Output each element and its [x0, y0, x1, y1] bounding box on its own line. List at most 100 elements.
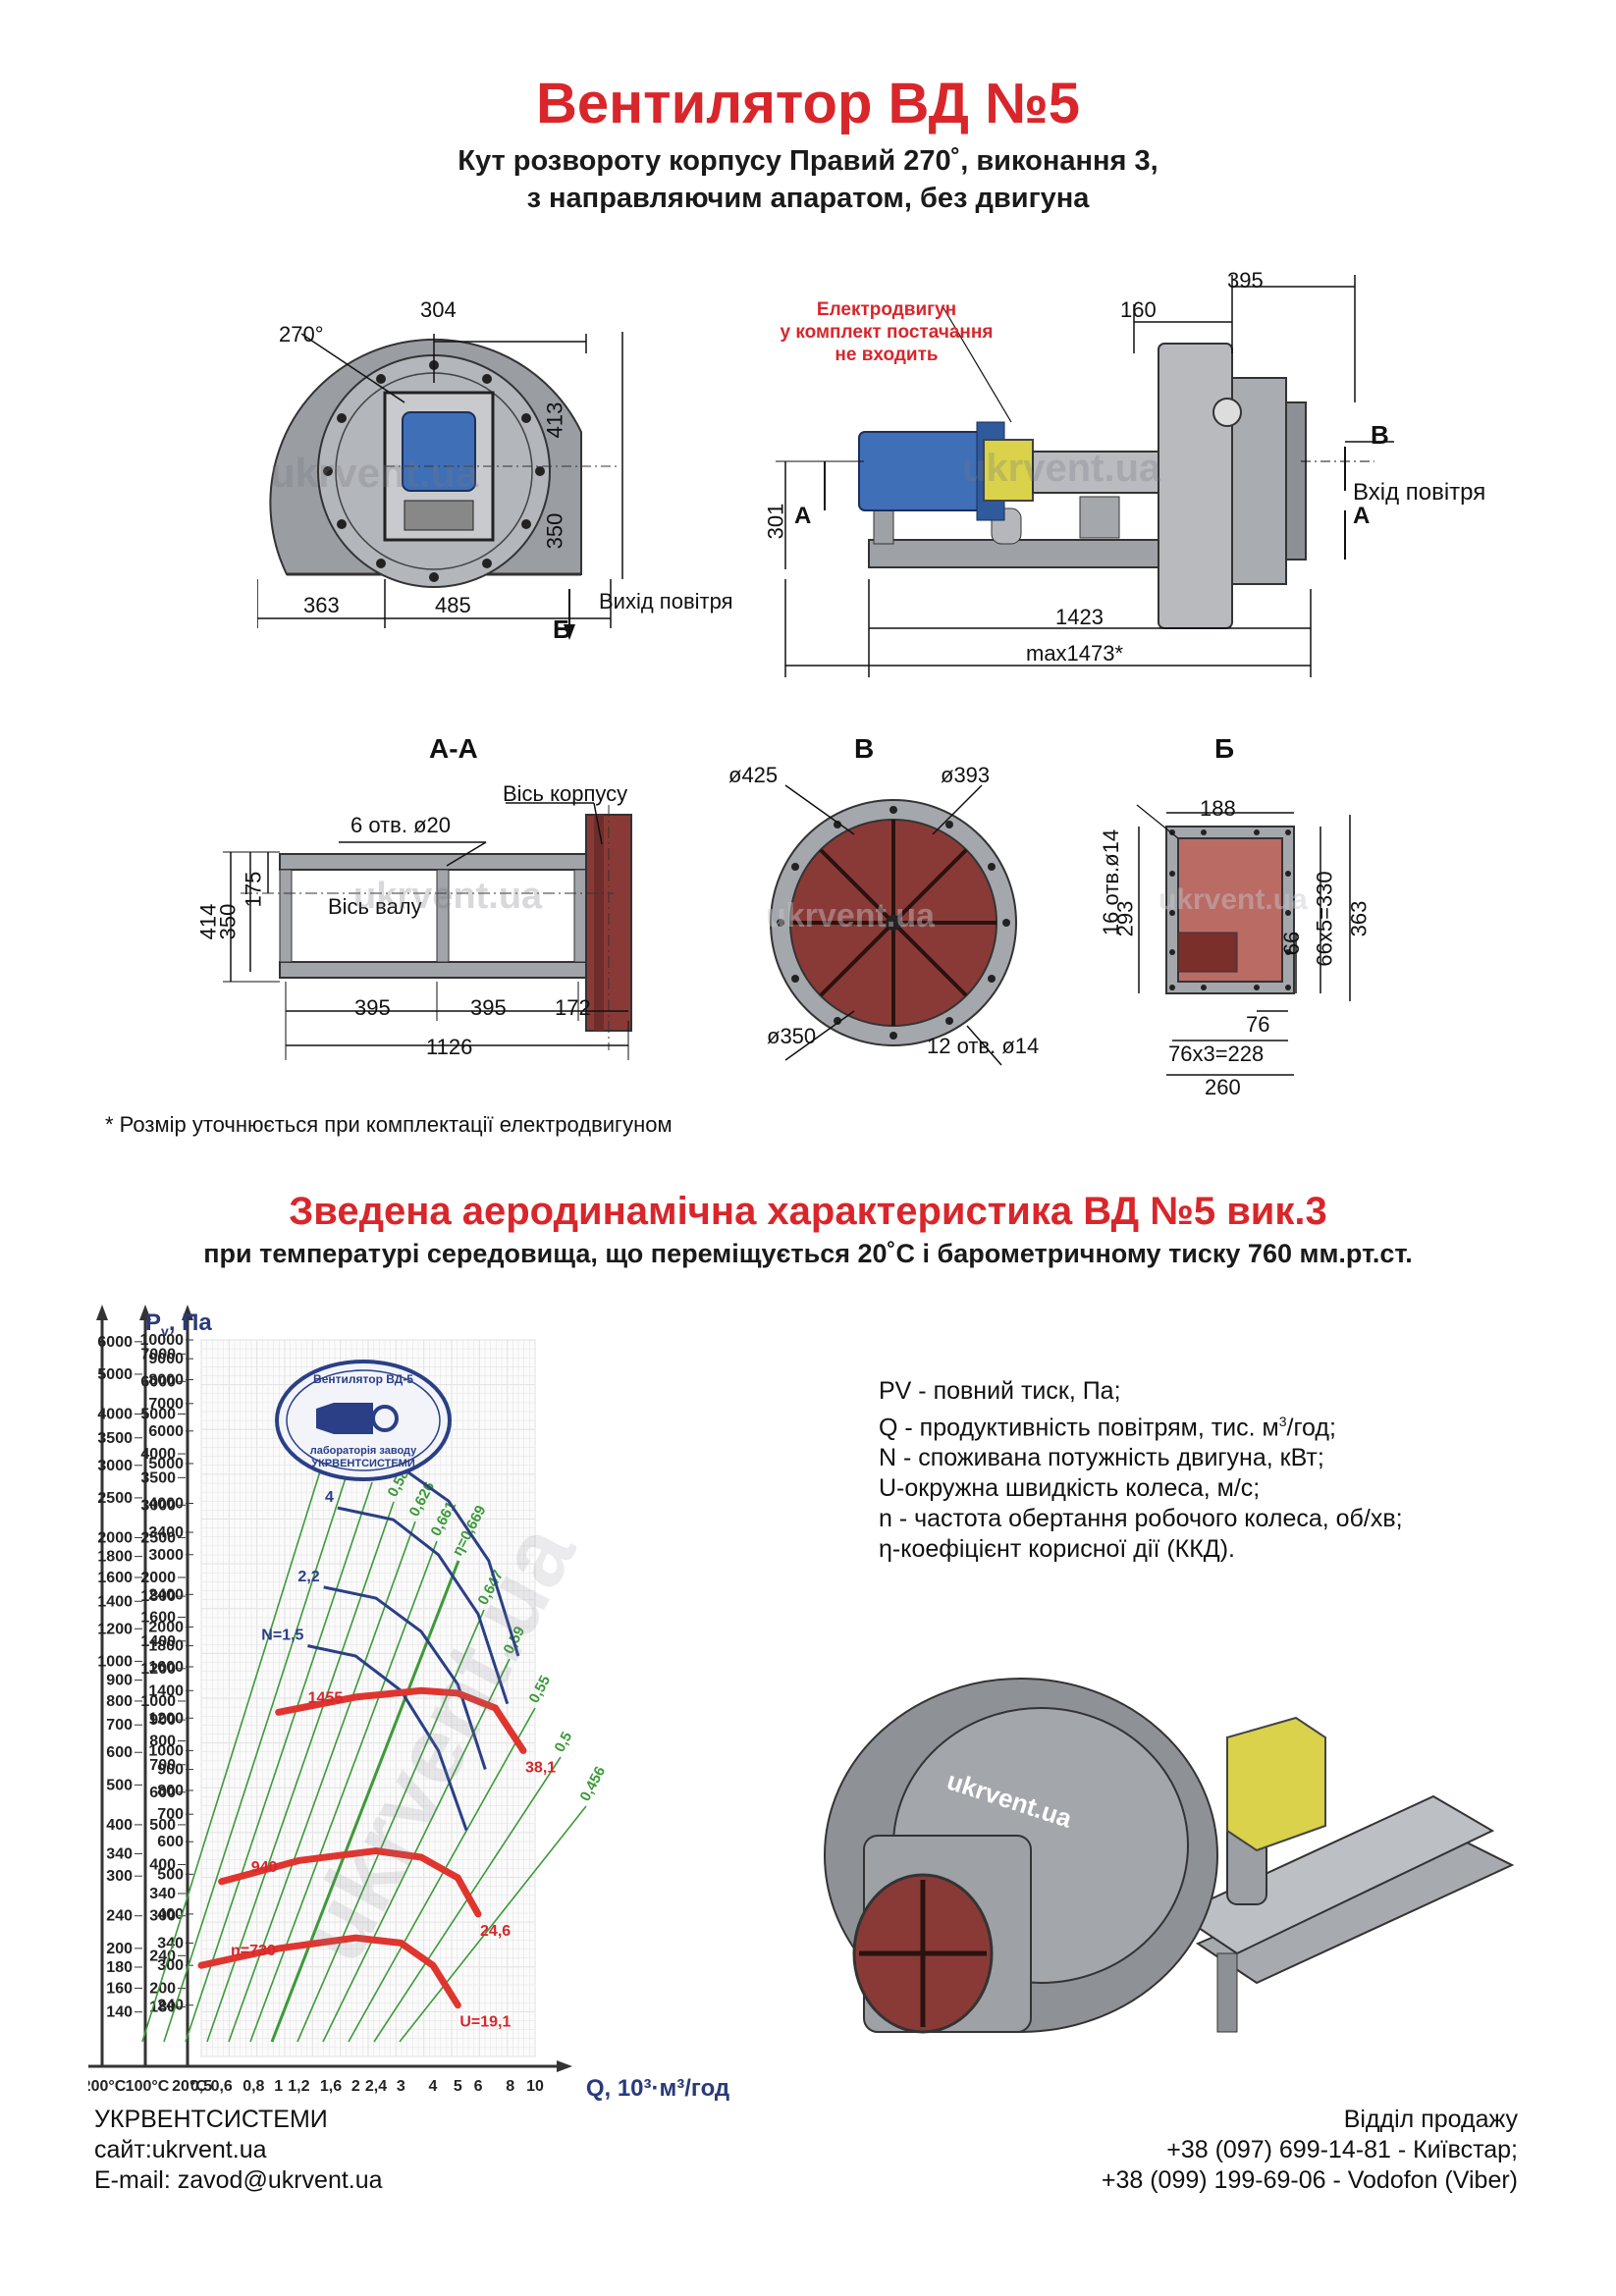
y-tick-label: 4000: [97, 1407, 133, 1423]
legend-nn: n - частота обертання робочого колеса, о…: [879, 1505, 1403, 1533]
legend-q: Q - продуктивність повітрям, тис. м3/год…: [879, 1407, 1403, 1443]
y-tick-label: 900: [106, 1673, 133, 1689]
y-tick-label: 2400: [148, 1586, 184, 1603]
efficiency-line: [348, 1707, 536, 2043]
y-tick-label: 700: [157, 1806, 184, 1823]
dim-76: 76: [1246, 1012, 1270, 1037]
y-tick-label: 3000: [97, 1458, 133, 1474]
y-tick-label: 240: [106, 1908, 133, 1925]
y-tick-label: 160: [106, 1980, 133, 1997]
dim-d393: ø393: [941, 763, 991, 787]
speed-label: 940: [251, 1859, 278, 1876]
legend-pv: PV - повний тиск, Па;: [879, 1377, 1121, 1405]
power-curve: [337, 1506, 510, 1705]
dim-413: 413: [542, 401, 567, 439]
x-tick-label: 0,6: [211, 2078, 233, 2095]
dim-188: 188: [1200, 796, 1236, 821]
y-tick-label: 600: [149, 1785, 176, 1801]
legend-n: N - споживана потужність двигуна, кВт;: [879, 1444, 1324, 1472]
y-tick-label: 500: [106, 1777, 133, 1793]
front-view-drawing: [257, 332, 623, 640]
x-tick-label: 0,8: [242, 2078, 264, 2095]
y-axis-title-p: P: [145, 1309, 161, 1336]
aa-holes-label: 6 отв. ø20: [350, 813, 451, 837]
dim-301: 301: [763, 503, 788, 540]
x-tick-label: 2: [351, 2078, 360, 2095]
chart-section-subtitle: при температурі середовища, що переміщує…: [203, 1239, 1413, 1268]
efficiency-line: [322, 1658, 511, 2043]
y-tick-label: 10000: [140, 1332, 185, 1349]
x-tick-label: 2,4: [365, 2078, 387, 2095]
y-tick-label: 2000: [148, 1619, 184, 1635]
speed-label: n=730: [231, 1943, 276, 1959]
y-tick-label: 700: [106, 1717, 133, 1734]
y-tick-label: 1600: [140, 1610, 176, 1627]
x-tick-label: 5: [454, 2078, 462, 2095]
y-tick-label: 4000: [148, 1495, 184, 1512]
y-tick-label: 340: [157, 1935, 184, 1951]
y-tick-label: 1800: [97, 1549, 133, 1566]
y-tick-label: 1000: [148, 1742, 184, 1759]
y-tick-label: 3000: [148, 1547, 184, 1564]
x-tick-label: 1: [274, 2078, 283, 2095]
v-holes-label: 12 отв. ø14: [927, 1034, 1040, 1058]
x-tick-label: 0,5: [190, 2078, 212, 2095]
y-tick-label: 400: [157, 1906, 184, 1923]
y-tick-label: 700: [149, 1757, 176, 1774]
y-tick-label: 200: [106, 1941, 133, 1957]
dim-d350: ø350: [767, 1024, 817, 1048]
dim-485: 485: [435, 593, 471, 617]
x-tick-label: 10: [526, 2078, 544, 2095]
dim-76x3: 76x3=228: [1168, 1041, 1265, 1066]
section-mark-b-front: Б: [553, 614, 571, 644]
y-tick-label: 5000: [140, 1407, 176, 1423]
y-tick-label: 340: [106, 1845, 133, 1862]
x-tick-label: 3: [397, 2078, 405, 2095]
dim-1126: 1126: [426, 1035, 473, 1059]
footer-phone-kyivstar[interactable]: +38 (097) 699-14-81 - Київстар;: [1166, 2136, 1518, 2163]
y-tick-label: 500: [157, 1866, 184, 1883]
y-tick-label: 6000: [140, 1373, 176, 1390]
y-tick-label: 1600: [148, 1659, 184, 1676]
y-tick-label: 500: [149, 1817, 176, 1834]
speed-curve: [197, 1934, 461, 2009]
y-tick-label: 800: [157, 1783, 184, 1799]
footer-email-link[interactable]: E-mail: zavod@ukrvent.ua: [94, 2166, 383, 2194]
section-mark-a-left: A: [794, 503, 812, 529]
y-tick-label: 1800: [140, 1588, 176, 1605]
efficiency-line: [141, 1442, 330, 2043]
y-axis-title: Pv, Па: [145, 1309, 212, 1339]
speed-curve: [218, 1846, 482, 1918]
efficiency-label: 0,5: [552, 1729, 576, 1754]
chart-axes: 200°С100°С20°С0,50,60,811,21,622,4345681…: [88, 1305, 572, 2095]
efficiency-line: [206, 1501, 395, 2043]
y-tick-label: 2000: [97, 1529, 133, 1546]
section-b-drawing: [1136, 804, 1351, 1076]
motor-note-line1: Електродвигун: [816, 299, 957, 320]
fan-3d-render: ukrvent.ua: [824, 1678, 1515, 2034]
y-tick-label: 900: [157, 1762, 184, 1779]
y-axis-arrow: [139, 1305, 151, 1320]
legend-q-text: Q - продуктивність повітрям, тис. м: [879, 1414, 1279, 1442]
efficiency-line: [296, 1609, 485, 2043]
x-tick-label: 1,2: [288, 2078, 309, 2095]
y-tick-label: 300: [149, 1908, 176, 1925]
motor-note-line3: не входить: [835, 345, 939, 365]
y-tick-label: 1400: [97, 1593, 133, 1610]
footer-site-link[interactable]: сайт:ukrvent.ua: [94, 2136, 267, 2163]
y-tick-label: 1200: [97, 1621, 133, 1637]
y-tick-label: 8000: [148, 1372, 184, 1389]
body-axis-label: Вісь корпусу: [503, 781, 628, 806]
section-mark-v: B: [1371, 420, 1389, 450]
y-tick-label: 3500: [97, 1430, 133, 1447]
x-axis-title: Q, 10³·м³/год: [586, 2075, 729, 2102]
temp-label: 20°С: [172, 2078, 207, 2095]
y-tick-label: 1000: [97, 1653, 133, 1670]
badge-line2: лабораторія заводу: [310, 1445, 417, 1457]
footer-phone-vodafone[interactable]: +38 (099) 199-69-06 - Vodofon (Viber): [1101, 2166, 1518, 2194]
efficiency-line: [399, 1805, 587, 2043]
legend-q-post: /год;: [1286, 1414, 1336, 1442]
watermark-front: ukrvent.ua: [270, 450, 479, 496]
page-title: Вентилятор ВД №5: [535, 72, 1080, 135]
y-tick-label: 4000: [140, 1446, 176, 1463]
